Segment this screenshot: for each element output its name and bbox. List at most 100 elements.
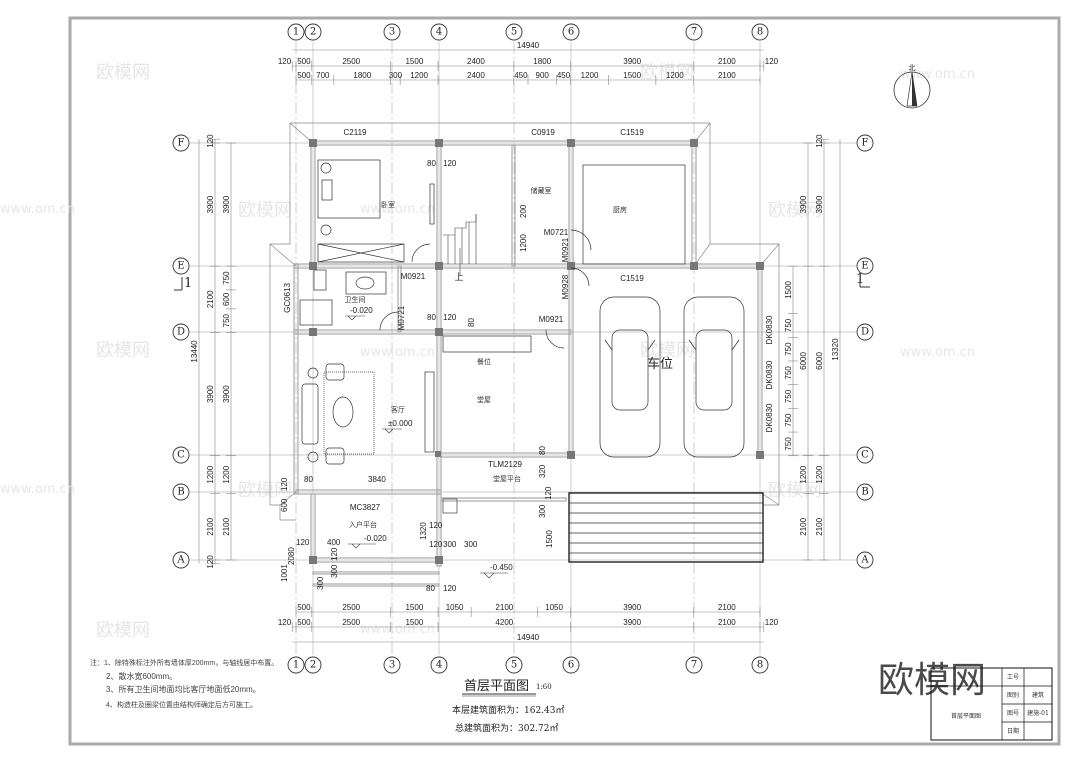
window-label: C1519: [620, 128, 644, 137]
window-label: DK0830: [765, 403, 774, 432]
dim-value: 1200: [581, 71, 599, 80]
axis-bubble-column: 2: [304, 656, 322, 674]
dim-value: 6000: [815, 352, 824, 370]
inner-dim: 600: [280, 498, 289, 512]
dim-value: 750: [784, 318, 793, 332]
dim-value: 900: [536, 71, 550, 80]
drawing-title-block: 首层平面图 1:60 本层建筑面积为：162.43㎡ 总建筑面积为：302.72…: [452, 679, 565, 734]
dim-value: 3900: [815, 195, 824, 213]
dim-value: 500: [297, 618, 311, 627]
axis-bubble-row: C: [172, 446, 190, 464]
axis-bubble-column: 3: [383, 23, 401, 41]
axis-bubble-column: 6: [562, 23, 580, 41]
window-label: GC0613: [283, 283, 292, 313]
door-label: M0921: [561, 237, 570, 262]
dim-value: 1200: [206, 465, 215, 483]
dim-value: 120: [765, 618, 779, 627]
door-swing: [411, 243, 431, 263]
section-mark: 1: [184, 276, 192, 291]
dim-value: 2500: [342, 603, 360, 612]
dim-value: 750: [784, 413, 793, 427]
dim-total: 13440: [190, 340, 199, 363]
door-label: MC3827: [350, 503, 381, 512]
axis-label: F: [178, 138, 185, 149]
axis-bubble-row: E: [856, 257, 874, 275]
dim-value: 750: [222, 313, 231, 327]
nightstand-lamp-icon: [320, 224, 332, 236]
dim-value: 750: [222, 271, 231, 285]
dim-value: 500: [297, 57, 311, 66]
dim-value: 2100: [799, 517, 808, 535]
axis-bubble-column: 2: [304, 23, 322, 41]
washbasin: [345, 271, 387, 295]
watermark-url: www.om.cn: [360, 622, 435, 637]
axis-bubble-row: C: [856, 446, 874, 464]
dim-value: 2100: [718, 57, 736, 66]
axis-bubble-column: 8: [751, 656, 769, 674]
total-area: 总建筑面积为：302.72㎡: [455, 722, 559, 734]
inner-dim: 1001: [280, 564, 289, 582]
car-icon: [683, 296, 745, 458]
watermark-url: www.om.cn: [900, 67, 975, 82]
dim-value: 6000: [799, 352, 808, 370]
watermark: 欧模网: [96, 340, 150, 361]
dim-value: 120: [765, 57, 779, 66]
window-label: C1519: [620, 274, 644, 283]
watermark-url: www.om.cn: [0, 202, 75, 217]
axis-bubble-row: B: [172, 483, 190, 501]
dim-value: 750: [784, 342, 793, 356]
kitchen-counter: [582, 164, 686, 265]
level-marks: -0.020 ±0.000 -0.020 -0.450: [345, 306, 513, 579]
inner-dim: 80: [427, 159, 436, 168]
brand-watermark: 欧模网: [878, 660, 986, 701]
stair-up-label: 上: [454, 272, 463, 283]
door-label: M0721: [544, 228, 569, 237]
roof-overhang: [269, 122, 780, 521]
axis-bubble-row: F: [856, 134, 874, 152]
title-block: 首层平面图 工号 图别 建筑 图号 建施-01 日期: [930, 667, 1053, 741]
dim-value: 1050: [446, 603, 464, 612]
nightstand-lamp-icon: [320, 162, 332, 174]
counter: [442, 335, 532, 353]
stair: [443, 214, 477, 275]
axis-bubble-row: D: [172, 323, 190, 341]
door-swing: [379, 311, 399, 331]
axis-bubble-column: 5: [505, 656, 523, 674]
axis-bubble-row: F: [172, 134, 190, 152]
dim-value: 500: [297, 603, 311, 612]
inner-dim: 300: [330, 564, 339, 578]
dim-total: 13320: [831, 338, 840, 361]
dim-value: 3900: [799, 195, 808, 213]
dim-value: 3900: [623, 618, 641, 627]
watermark: 欧模网: [640, 62, 694, 83]
door-label: M0921: [539, 315, 564, 324]
watermark-url: www.om.cn: [900, 345, 975, 360]
room-label-hall: 堂屋: [477, 395, 491, 404]
axis-label: D: [177, 327, 185, 338]
dim-value: 3900: [623, 57, 641, 66]
section-marks: 1 1: [174, 272, 870, 291]
watermarks: 欧模网 欧模网 欧模网 欧模网 欧模网 欧模网 欧模网 欧模网 欧模网 www.…: [0, 62, 975, 641]
dim-value: 1800: [353, 71, 371, 80]
wardrobe: [317, 243, 405, 263]
dim-value: 1200: [222, 465, 231, 483]
axis-label: C: [861, 450, 869, 461]
note-line: 注：1、除特殊标注外所有墙体厚200mm，与轴线居中布置。: [90, 658, 278, 667]
door-label: M0721: [397, 305, 406, 330]
structural-columns: [309, 139, 764, 564]
car-icon: [599, 296, 661, 458]
dim-value: 1050: [545, 603, 563, 612]
axis-label: A: [176, 555, 185, 566]
note-line: 2、散水宽600mm。: [106, 671, 177, 681]
axis-label: 3: [389, 27, 395, 38]
inner-dim: 120: [296, 538, 310, 547]
dim-value: 2100: [815, 517, 824, 535]
title-block-category-value: 建筑: [1032, 691, 1044, 699]
sheet-frame: [68, 16, 1061, 746]
axis-bubble-column: 8: [751, 23, 769, 41]
axis-label: 5: [511, 660, 517, 671]
dim-value: 750: [784, 389, 793, 403]
dim-value: 1500: [405, 57, 423, 66]
watermark-url: www.om.cn: [360, 202, 435, 217]
